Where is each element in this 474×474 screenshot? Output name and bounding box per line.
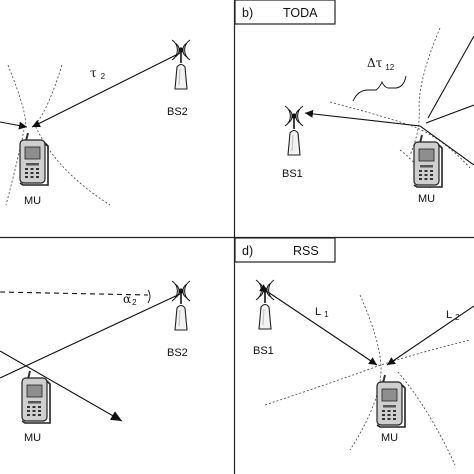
bs2-label: BS2 <box>167 106 188 118</box>
panel-tag: d) <box>242 244 253 258</box>
bs1-label: BS1 <box>282 168 303 180</box>
tdoa-brace <box>352 75 407 102</box>
range-line-l1 <box>259 284 378 366</box>
range-circle <box>349 294 382 451</box>
delay-line <box>427 35 474 119</box>
mu-label: MU <box>24 195 41 207</box>
bearing-line-bs2 <box>0 293 181 379</box>
range-circle <box>264 339 471 406</box>
alpha2-label: α2 <box>123 292 137 307</box>
bs1-label: BS1 <box>253 345 274 357</box>
mu-phone <box>19 132 49 186</box>
bs1-antenna <box>284 105 304 156</box>
delay-line <box>419 125 474 166</box>
panel-title: RSS <box>293 244 319 258</box>
isochrone-curve <box>5 64 26 206</box>
panel-title-box <box>234 0 336 25</box>
bearing-line <box>0 350 123 422</box>
range-line <box>0 121 28 130</box>
delay-line <box>425 104 474 124</box>
mu-label: MU <box>24 432 41 444</box>
panel-c: α2 BS2 MU <box>0 280 191 444</box>
panel-title-box <box>234 237 336 263</box>
bs1-antenna <box>255 279 275 330</box>
mu-phone <box>376 374 406 428</box>
reference-line <box>0 291 149 296</box>
mu-phone <box>21 370 51 424</box>
mu-phone <box>413 134 443 188</box>
range-line-tau2 <box>31 52 181 128</box>
mu-label: MU <box>381 432 398 444</box>
delay-line-bs1 <box>304 109 421 127</box>
hyperbola-curve <box>329 101 471 169</box>
panel-title: TODA <box>283 6 318 20</box>
range-line-l2 <box>386 305 474 366</box>
bs2-antenna <box>171 280 191 331</box>
panel-tag: b) <box>242 6 253 20</box>
bs2-antenna <box>171 39 191 90</box>
isochrone-curve <box>34 64 111 206</box>
bs2-label: BS2 <box>167 347 188 359</box>
hyperbola-curve <box>409 27 441 156</box>
angle-arc <box>147 289 151 304</box>
mu-label: MU <box>418 193 435 205</box>
range-circle <box>397 371 456 466</box>
